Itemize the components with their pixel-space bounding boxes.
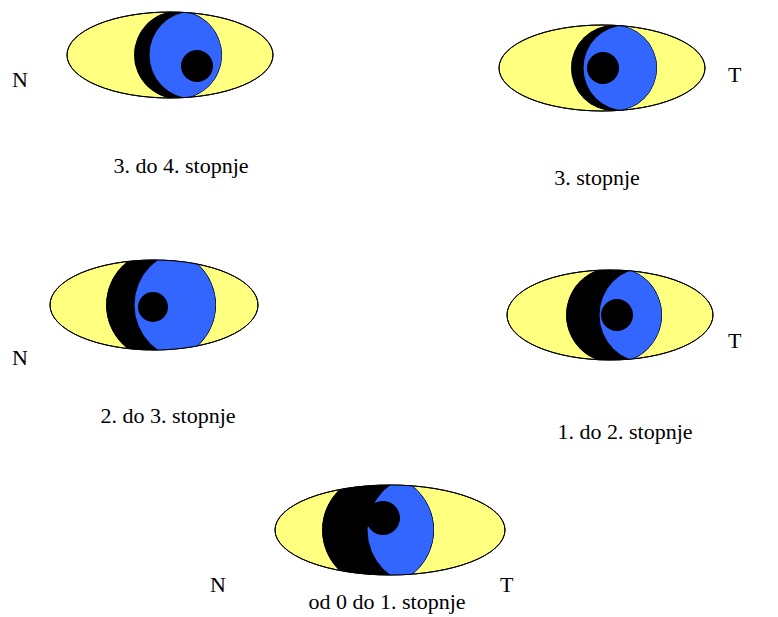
iris: [367, 474, 479, 586]
side-label: N: [12, 69, 28, 91]
eye-figure: [67, 11, 273, 99]
grade-caption: 2. do 3. stopnje: [100, 405, 235, 427]
sclera: [499, 25, 705, 111]
pupil: [181, 50, 213, 82]
grade-caption: 3. stopnje: [554, 167, 640, 189]
sclera: [67, 12, 273, 98]
pupil: [366, 501, 400, 535]
side-label: T: [500, 574, 513, 596]
grade-caption: od 0 do 1. stopnje: [308, 591, 465, 613]
iris: [149, 11, 237, 99]
side-label: T: [728, 64, 741, 86]
eye-figure: [507, 267, 713, 363]
pupil: [138, 292, 168, 322]
side-label: N: [12, 347, 28, 369]
grade-caption: 3. do 4. stopnje: [113, 155, 248, 177]
pupil: [587, 52, 619, 84]
grade-caption: 1. do 2. stopnje: [557, 421, 692, 443]
side-label: T: [728, 330, 741, 352]
side-label: N: [210, 574, 226, 596]
iris: [599, 267, 695, 363]
iris: [583, 25, 669, 111]
eye-figure: [50, 250, 258, 360]
eye-figure: [275, 474, 505, 586]
eye-figure: [499, 25, 705, 111]
iris: [134, 250, 244, 360]
pupil: [601, 299, 633, 331]
